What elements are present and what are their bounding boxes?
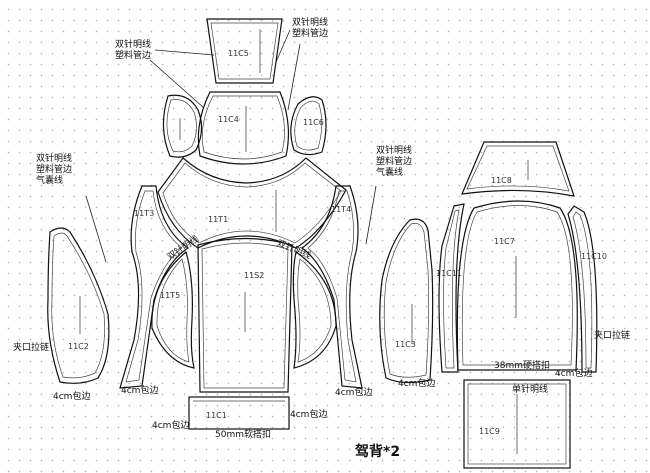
annotation-wrap-4cm-4: 4cm包边 xyxy=(398,379,436,389)
annotation-twin-plastic-airbag-right: 双针明线 塑料管边 气囊线 xyxy=(376,146,413,178)
piece-right-inner xyxy=(292,250,337,369)
annotation-twin-plastic-top: 双针明线 塑料管边 xyxy=(292,18,329,39)
piece-11c6 xyxy=(290,96,327,156)
annotation-wrap-4cm-2: 4cm包边 xyxy=(121,386,159,396)
piece-11c11 xyxy=(438,203,465,373)
label-11c7: 11C7 xyxy=(494,237,515,246)
piece-11t4 xyxy=(300,185,363,389)
label-11c3: 11C3 xyxy=(395,340,416,349)
annotation-hard-hook-38mm: 38mm硬搭扣 xyxy=(494,361,550,371)
piece-11c4 xyxy=(197,91,290,165)
annotation-wrap-4cm-6: 4cm包边 xyxy=(152,421,190,431)
annotation-soft-hook-50mm: 50mm软搭扣 xyxy=(215,430,271,440)
annotation-single-needle: 单针明线 xyxy=(512,385,549,395)
piece-11t1 xyxy=(157,157,347,249)
label-11s2: 11S2 xyxy=(244,271,265,280)
piece-11c8 xyxy=(461,141,575,197)
diagram-title: 驾背*2 xyxy=(355,444,401,460)
label-11c8: 11C8 xyxy=(491,176,512,185)
piece-11s2 xyxy=(197,237,293,393)
label-11t4: 11T4 xyxy=(331,205,352,214)
label-11c10: 11C10 xyxy=(581,252,607,261)
annotation-zipper-right: 夹口拉链 xyxy=(594,331,631,341)
piece-11c5 xyxy=(206,18,283,84)
piece-11c3 xyxy=(379,218,434,384)
piece-left-oval xyxy=(162,94,203,158)
piece-11c9 xyxy=(463,379,571,469)
label-11c5: 11C5 xyxy=(228,49,249,58)
label-11c6: 11C6 xyxy=(303,118,324,127)
piece-11c1 xyxy=(188,396,290,430)
piece-11c10 xyxy=(567,205,598,373)
piece-11t5 xyxy=(151,250,195,369)
label-11c1: 11C1 xyxy=(206,411,227,420)
annotation-twin-plastic-airbag-left: 双针明线 塑料管边 气囊线 xyxy=(36,154,73,186)
annotation-wrap-4cm-5: 4cm包边 xyxy=(555,369,593,379)
annotation-wrap-4cm-1: 4cm包边 xyxy=(53,392,91,402)
label-11c11: 11C11 xyxy=(436,269,462,278)
label-11c4: 11C4 xyxy=(218,115,239,124)
annotation-zipper-left: 夹口拉链 xyxy=(13,343,50,353)
piece-11c2 xyxy=(47,227,110,384)
label-11t3: 11T3 xyxy=(134,209,155,218)
label-11c9: 11C9 xyxy=(479,427,500,436)
piece-11t3 xyxy=(119,185,190,389)
label-11t5: 11T5 xyxy=(160,291,181,300)
piece-11c7 xyxy=(456,200,578,371)
leader-lines xyxy=(85,29,377,263)
label-11c2: 11C2 xyxy=(68,342,89,351)
label-11t1: 11T1 xyxy=(208,215,229,224)
annotation-twin-plastic-left-top: 双针明线 塑料管边 xyxy=(115,40,152,61)
annotation-wrap-4cm-7: 4cm包边 xyxy=(290,410,328,420)
annotation-wrap-4cm-3: 4cm包边 xyxy=(335,388,373,398)
